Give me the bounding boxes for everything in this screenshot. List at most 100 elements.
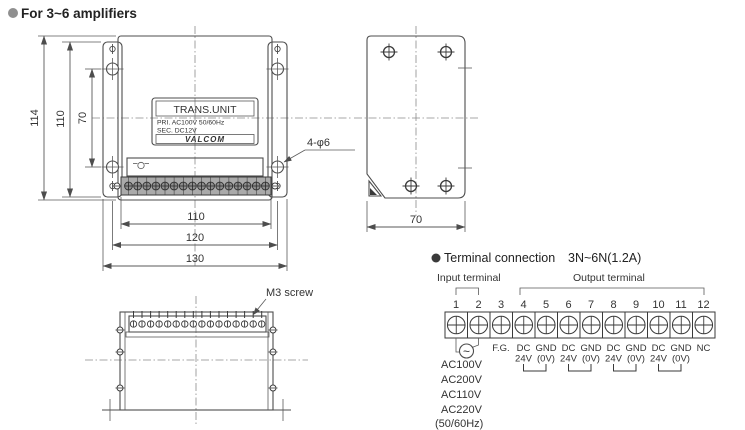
svg-text:(0V): (0V) — [627, 354, 645, 365]
terminal-numbers: 1 2 3 4 5 6 7 8 9 10 11 12 — [453, 299, 710, 311]
flange-slot-icon — [274, 43, 281, 55]
nc-label: NC — [697, 343, 711, 354]
front-view-dimensions-left: 114 110 70 — [29, 35, 116, 201]
terminal-screw-icon — [692, 311, 716, 339]
dim-130: 130 — [186, 253, 204, 265]
svg-text:GND: GND — [580, 343, 601, 354]
side-screw-icon — [115, 348, 125, 356]
terminal-connection-section: Terminal connection 3N~6N(1.2A) Input te… — [431, 251, 716, 430]
svg-text:6: 6 — [565, 299, 571, 311]
flange-slot-icon — [109, 43, 116, 55]
svg-text:8: 8 — [610, 299, 616, 311]
mounting-flange-right — [267, 41, 288, 198]
case-screw-icon — [436, 176, 456, 196]
svg-text:GND: GND — [625, 343, 646, 354]
ac-source-symbol: ~ — [455, 338, 479, 359]
terminal-cover — [126, 157, 264, 177]
side-screw-icon — [268, 326, 278, 334]
terminal-function-labels: F.G. DC 24V GND (0V) DC 24V GND (0V) DC … — [492, 343, 710, 365]
terminal-screw-icon — [467, 311, 491, 339]
fg-label: F.G. — [492, 343, 509, 354]
svg-text:DC: DC — [562, 343, 576, 354]
side-screw-icon — [115, 326, 125, 334]
side-view-dimension: 70 — [366, 201, 466, 232]
side-screw-icon — [268, 384, 278, 392]
terminal-screw-icon — [512, 311, 536, 339]
svg-text:24V: 24V — [650, 354, 668, 365]
terminal-screw-icon — [647, 311, 671, 339]
terminal-screw-icon — [534, 311, 558, 339]
label-title: TRANS.UNIT — [174, 104, 238, 116]
side-screw-icon — [268, 348, 278, 356]
ac-wave-icon: ~ — [463, 345, 470, 359]
svg-text:1: 1 — [453, 299, 459, 311]
case-screw-icon — [379, 42, 399, 62]
terminal-strip-base — [125, 331, 270, 338]
bullet-icon — [8, 8, 18, 18]
section-title: Terminal connection — [444, 251, 555, 265]
svg-text:AC200V: AC200V — [441, 374, 483, 386]
output-bracket — [519, 287, 705, 295]
dim-114: 114 — [29, 109, 41, 127]
svg-text:11: 11 — [675, 299, 686, 311]
ac-voltage-options: AC100V AC200V AC110V AC220V (50/60Hz) — [435, 359, 483, 430]
svg-text:5: 5 — [543, 299, 549, 311]
svg-text:DC: DC — [607, 343, 621, 354]
dim-120: 120 — [186, 232, 204, 244]
terminal-screw-icon — [489, 311, 513, 339]
terminal-block — [444, 311, 716, 339]
unit-body-outline — [119, 311, 274, 411]
svg-text:24V: 24V — [605, 354, 623, 365]
mounting-feet — [102, 399, 291, 421]
rating-label-plate: TRANS.UNIT PRI. AC100V 50/60Hz SEC. DC12… — [151, 97, 259, 146]
svg-text:(0V): (0V) — [672, 354, 690, 365]
svg-text:(0V): (0V) — [537, 354, 555, 365]
side-view: 70 — [354, 26, 480, 232]
label-secondary: SEC. DC12V — [157, 128, 197, 135]
side-screw-icon — [115, 384, 125, 392]
svg-text:2: 2 — [475, 299, 481, 311]
terminal-screw-icon — [669, 311, 693, 339]
dim-110-strip: 110 — [187, 211, 205, 223]
unit-body-outline — [117, 35, 273, 201]
svg-text:4: 4 — [520, 299, 526, 311]
output-terminal-label: Output terminal — [573, 272, 645, 284]
mounting-flange-left — [102, 41, 123, 198]
svg-text:9: 9 — [633, 299, 639, 311]
svg-text:7: 7 — [588, 299, 594, 311]
svg-text:12: 12 — [697, 299, 709, 311]
case-screw-icon — [401, 176, 421, 196]
mounting-hole-icon — [265, 57, 290, 81]
m3-screw-callout: M3 screw — [252, 287, 313, 316]
svg-text:AC110V: AC110V — [441, 389, 482, 401]
hole-callout-text: 4-φ6 — [307, 137, 330, 149]
dim-70-depth: 70 — [410, 214, 422, 226]
corner-tab — [368, 179, 383, 197]
page-heading: For 3~6 amplifiers — [8, 6, 137, 21]
front-view-dimensions-bottom: 110 120 130 — [102, 197, 288, 271]
section-rating: 3N~6N(1.2A) — [568, 251, 641, 265]
svg-text:AC220V: AC220V — [441, 404, 483, 416]
m3-callout-text: M3 screw — [266, 287, 313, 299]
heading-text: For 3~6 amplifiers — [21, 6, 137, 21]
bullet-icon — [431, 253, 441, 263]
terminal-screw-icon — [579, 311, 603, 339]
mounting-hole-icon — [100, 155, 125, 179]
terminal-screw-icon — [624, 311, 648, 339]
brand-logo: VALCOM — [185, 135, 225, 144]
input-terminal-label: Input terminal — [437, 272, 501, 284]
m3-screws-row — [129, 310, 266, 328]
terminal-screw-icon — [444, 311, 468, 339]
corner-tab-fill — [370, 188, 377, 195]
svg-text:(50/60Hz): (50/60Hz) — [435, 418, 483, 430]
side-body-outline — [366, 35, 466, 199]
cover-symbol-icon — [133, 161, 149, 170]
svg-text:AC100V: AC100V — [441, 359, 483, 371]
output-pair-brackets — [523, 363, 682, 372]
terminal-screw-icon — [557, 311, 581, 339]
svg-text:GND: GND — [670, 343, 691, 354]
svg-text:DC: DC — [652, 343, 666, 354]
label-primary: PRI. AC100V 50/60Hz — [157, 120, 225, 127]
